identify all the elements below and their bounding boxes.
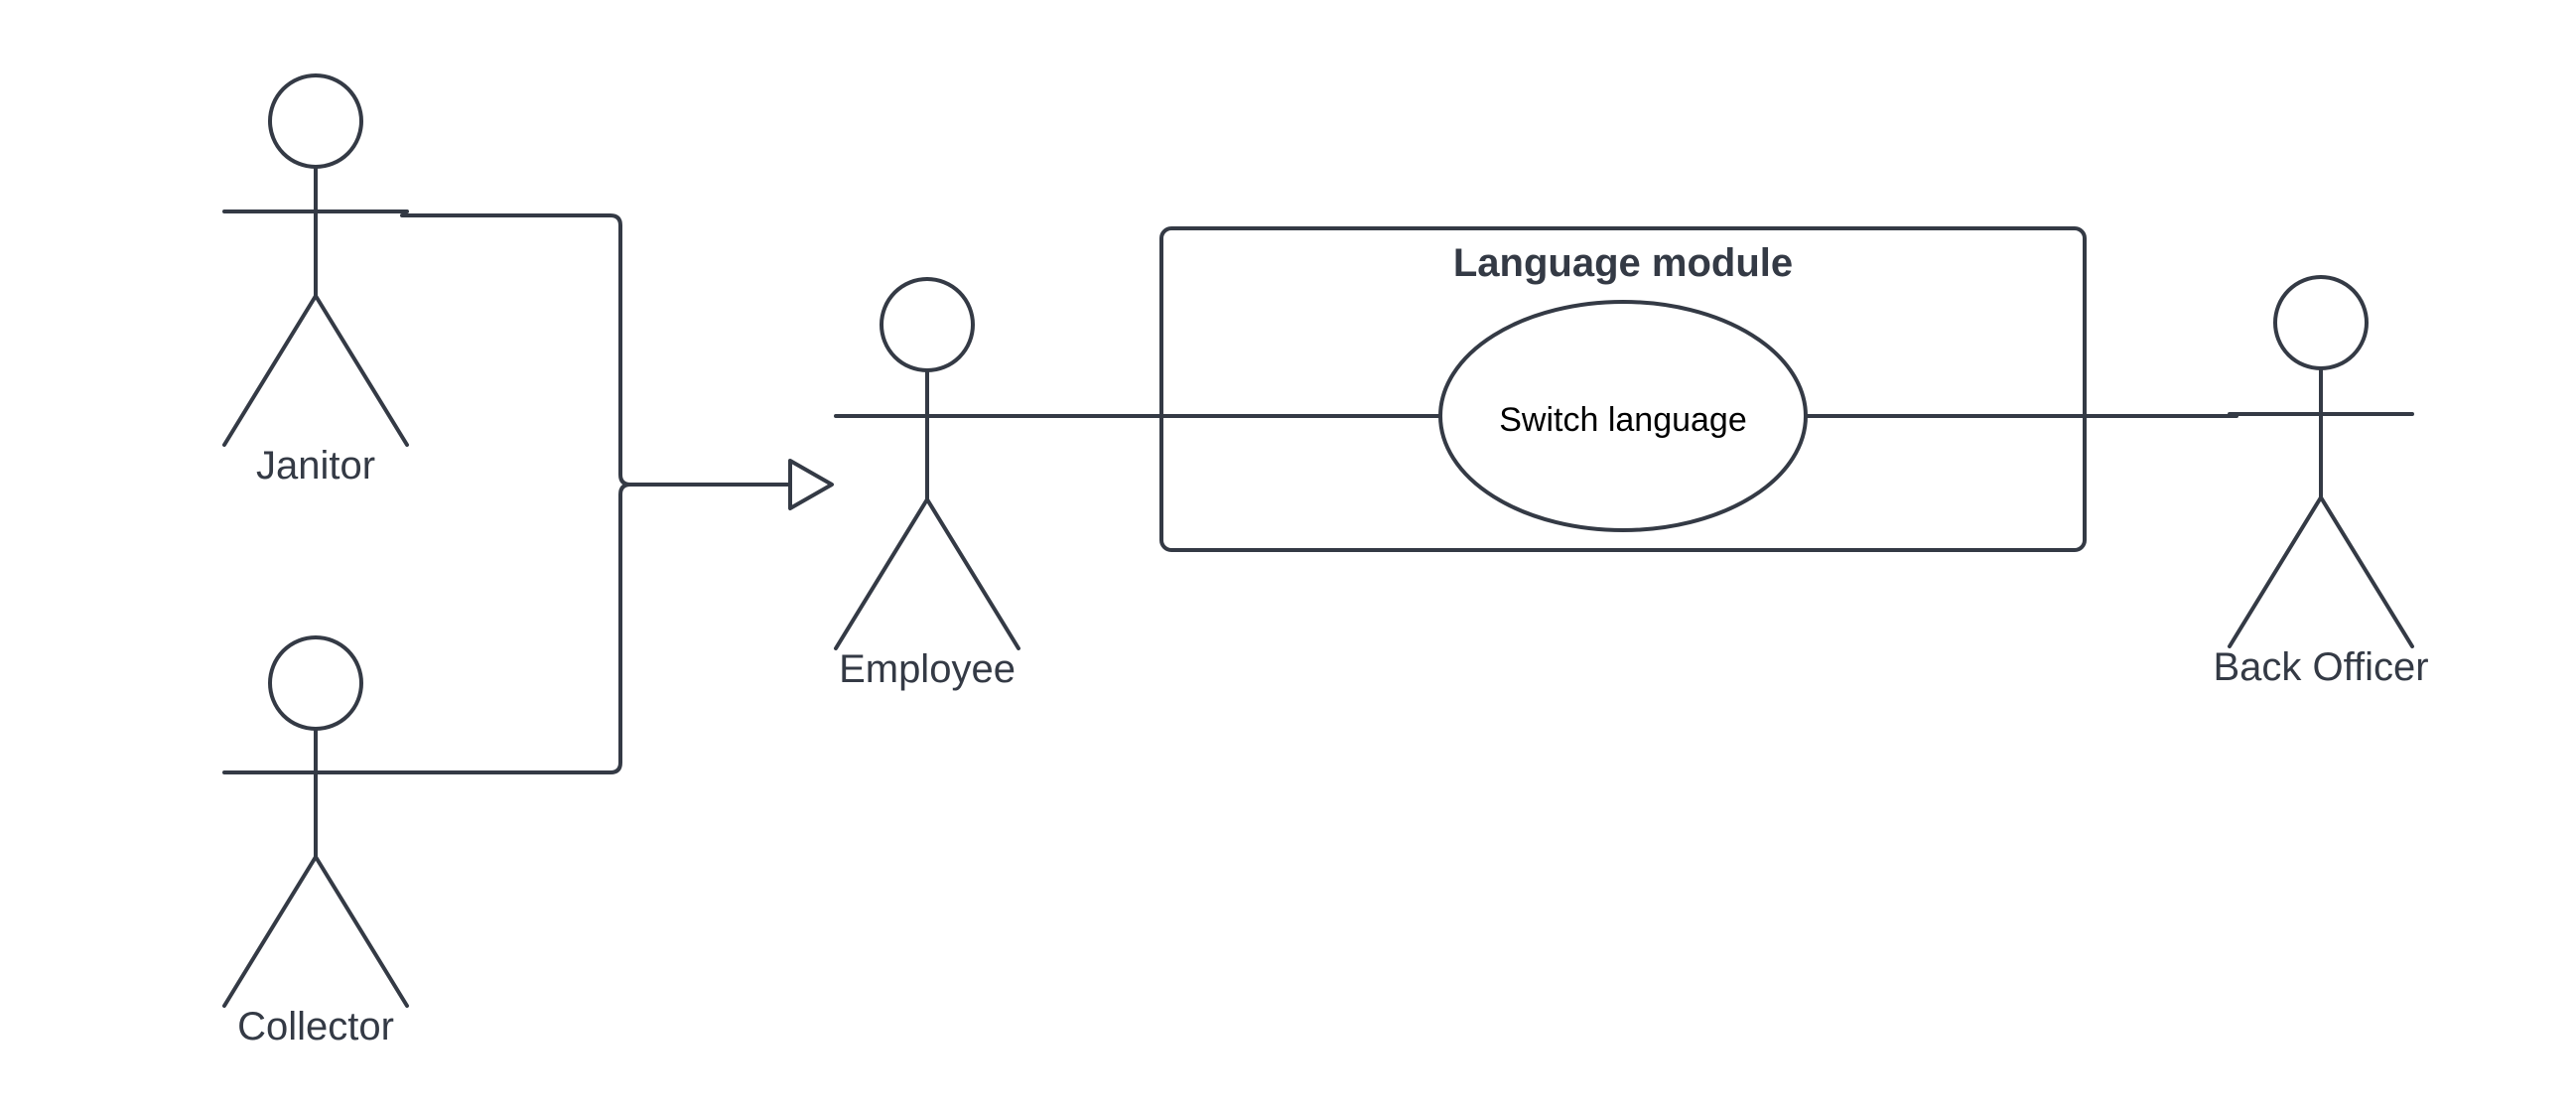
use-case-label: Switch language	[1499, 401, 1747, 439]
actor-left-leg	[222, 855, 318, 1008]
generalization-arrowhead-icon	[788, 459, 834, 510]
actor-employee[interactable]: Employee	[834, 277, 1020, 691]
system-boundary-box	[1159, 226, 2087, 552]
system-boundary-title: Language module	[1453, 241, 1793, 285]
actor-janitor[interactable]: Janitor	[222, 73, 409, 488]
actor-collector[interactable]: Collector	[222, 635, 409, 1048]
actor-right-leg	[314, 294, 409, 447]
actor-label-employee: Employee	[839, 647, 1016, 691]
actor-left-leg	[834, 497, 929, 650]
use-case-switch-language[interactable]: Switch language	[1438, 300, 1808, 532]
actor-label-janitor: Janitor	[256, 444, 375, 488]
actor-head	[268, 635, 363, 731]
actor-label-back-officer: Back Officer	[2213, 645, 2428, 689]
use-case-ellipse	[1438, 300, 1808, 532]
generalization-line-collector	[400, 483, 632, 774]
actor-back-officer[interactable]: Back Officer	[2213, 275, 2429, 689]
actor-label-collector: Collector	[237, 1005, 394, 1048]
actor-left-leg	[222, 294, 318, 447]
generalization-line-janitor	[400, 213, 792, 487]
actor-head	[2273, 275, 2369, 370]
actor-right-leg	[2319, 495, 2414, 648]
actor-left-leg	[2228, 495, 2323, 648]
actor-head	[880, 277, 975, 372]
actor-right-leg	[314, 855, 409, 1008]
actor-head	[268, 73, 363, 169]
actor-right-leg	[925, 497, 1020, 650]
generalization-connector[interactable]	[400, 213, 834, 774]
system-boundary[interactable]: Language module	[1159, 226, 2087, 552]
